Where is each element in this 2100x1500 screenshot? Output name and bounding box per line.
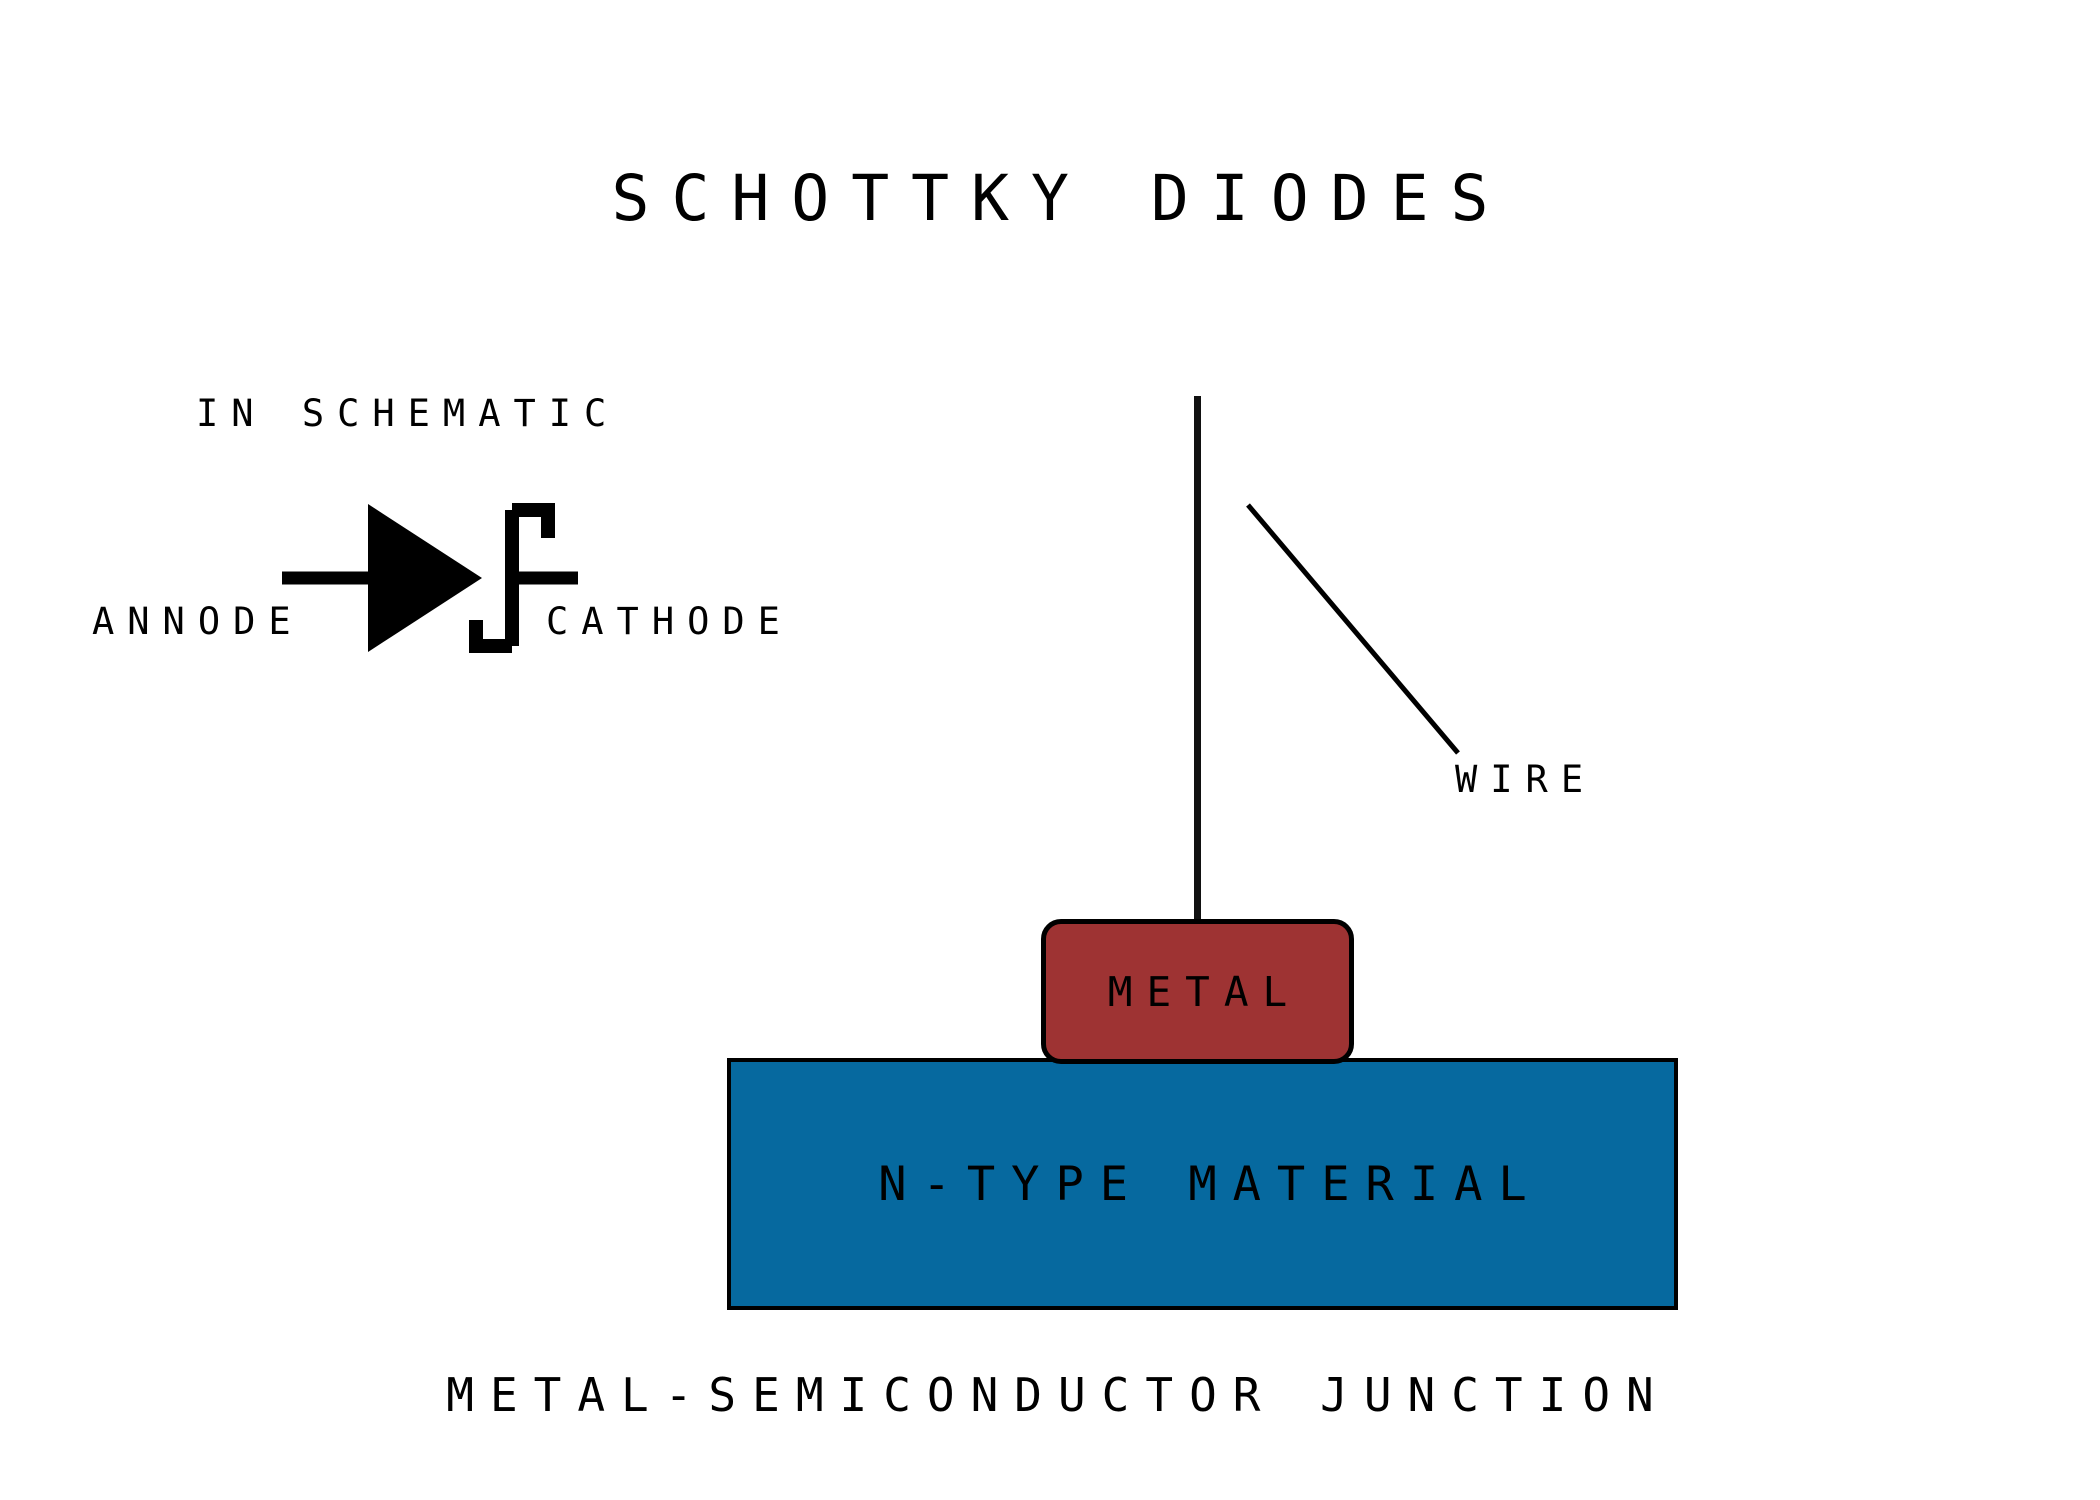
cathode-hook-bottom <box>469 620 512 653</box>
wire-label: WIRE <box>1455 758 1597 801</box>
metal-block-label: METAL <box>1107 967 1302 1016</box>
in-schematic-label: IN SCHEMATIC <box>196 392 620 435</box>
n-type-material-block: N-TYPE MATERIAL <box>727 1058 1678 1310</box>
page-title: SCHOTTKY DIODES <box>611 162 1511 235</box>
n-type-material-label: N-TYPE MATERIAL <box>878 1156 1543 1212</box>
metal-block: METAL <box>1041 919 1354 1064</box>
device-wire <box>1194 396 1201 926</box>
schottky-diode-symbol <box>282 503 578 653</box>
cathode-hook-top <box>512 503 555 538</box>
diode-triangle <box>368 504 482 652</box>
anode-label: ANNODE <box>92 600 304 643</box>
cathode-label: CATHODE <box>546 600 793 643</box>
leader-stroke <box>1246 503 1460 755</box>
figure-caption: METAL-SEMICONDUCTOR JUNCTION <box>446 1368 1670 1422</box>
wire-leader-line <box>1246 503 1460 755</box>
